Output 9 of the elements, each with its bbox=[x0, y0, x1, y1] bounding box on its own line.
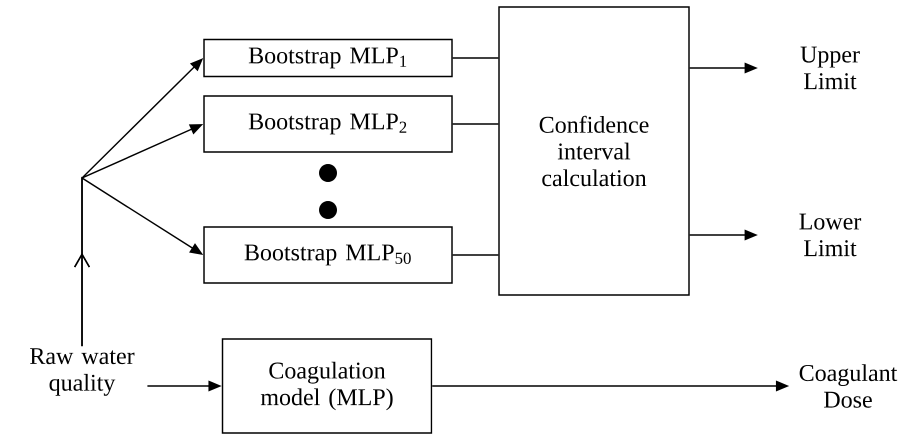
process-box: Bootstrap MLP$_{1}$ bbox=[203, 38, 453, 78]
signal-label: Lower Limit bbox=[799, 214, 862, 256]
process-box: Bootstrap MLP$_{50}$ bbox=[203, 226, 453, 284]
process-box: Coagulation model (MLP) bbox=[222, 338, 432, 434]
process-box: Bootstrap MLP$_{2}$ bbox=[203, 95, 453, 153]
signal-label: Coagulant Dose bbox=[800, 364, 898, 408]
process-box: Confidence interval calculation bbox=[498, 6, 690, 296]
signal-label: Upper Limit bbox=[800, 46, 860, 90]
signal-label: Raw water quality bbox=[30, 348, 134, 396]
